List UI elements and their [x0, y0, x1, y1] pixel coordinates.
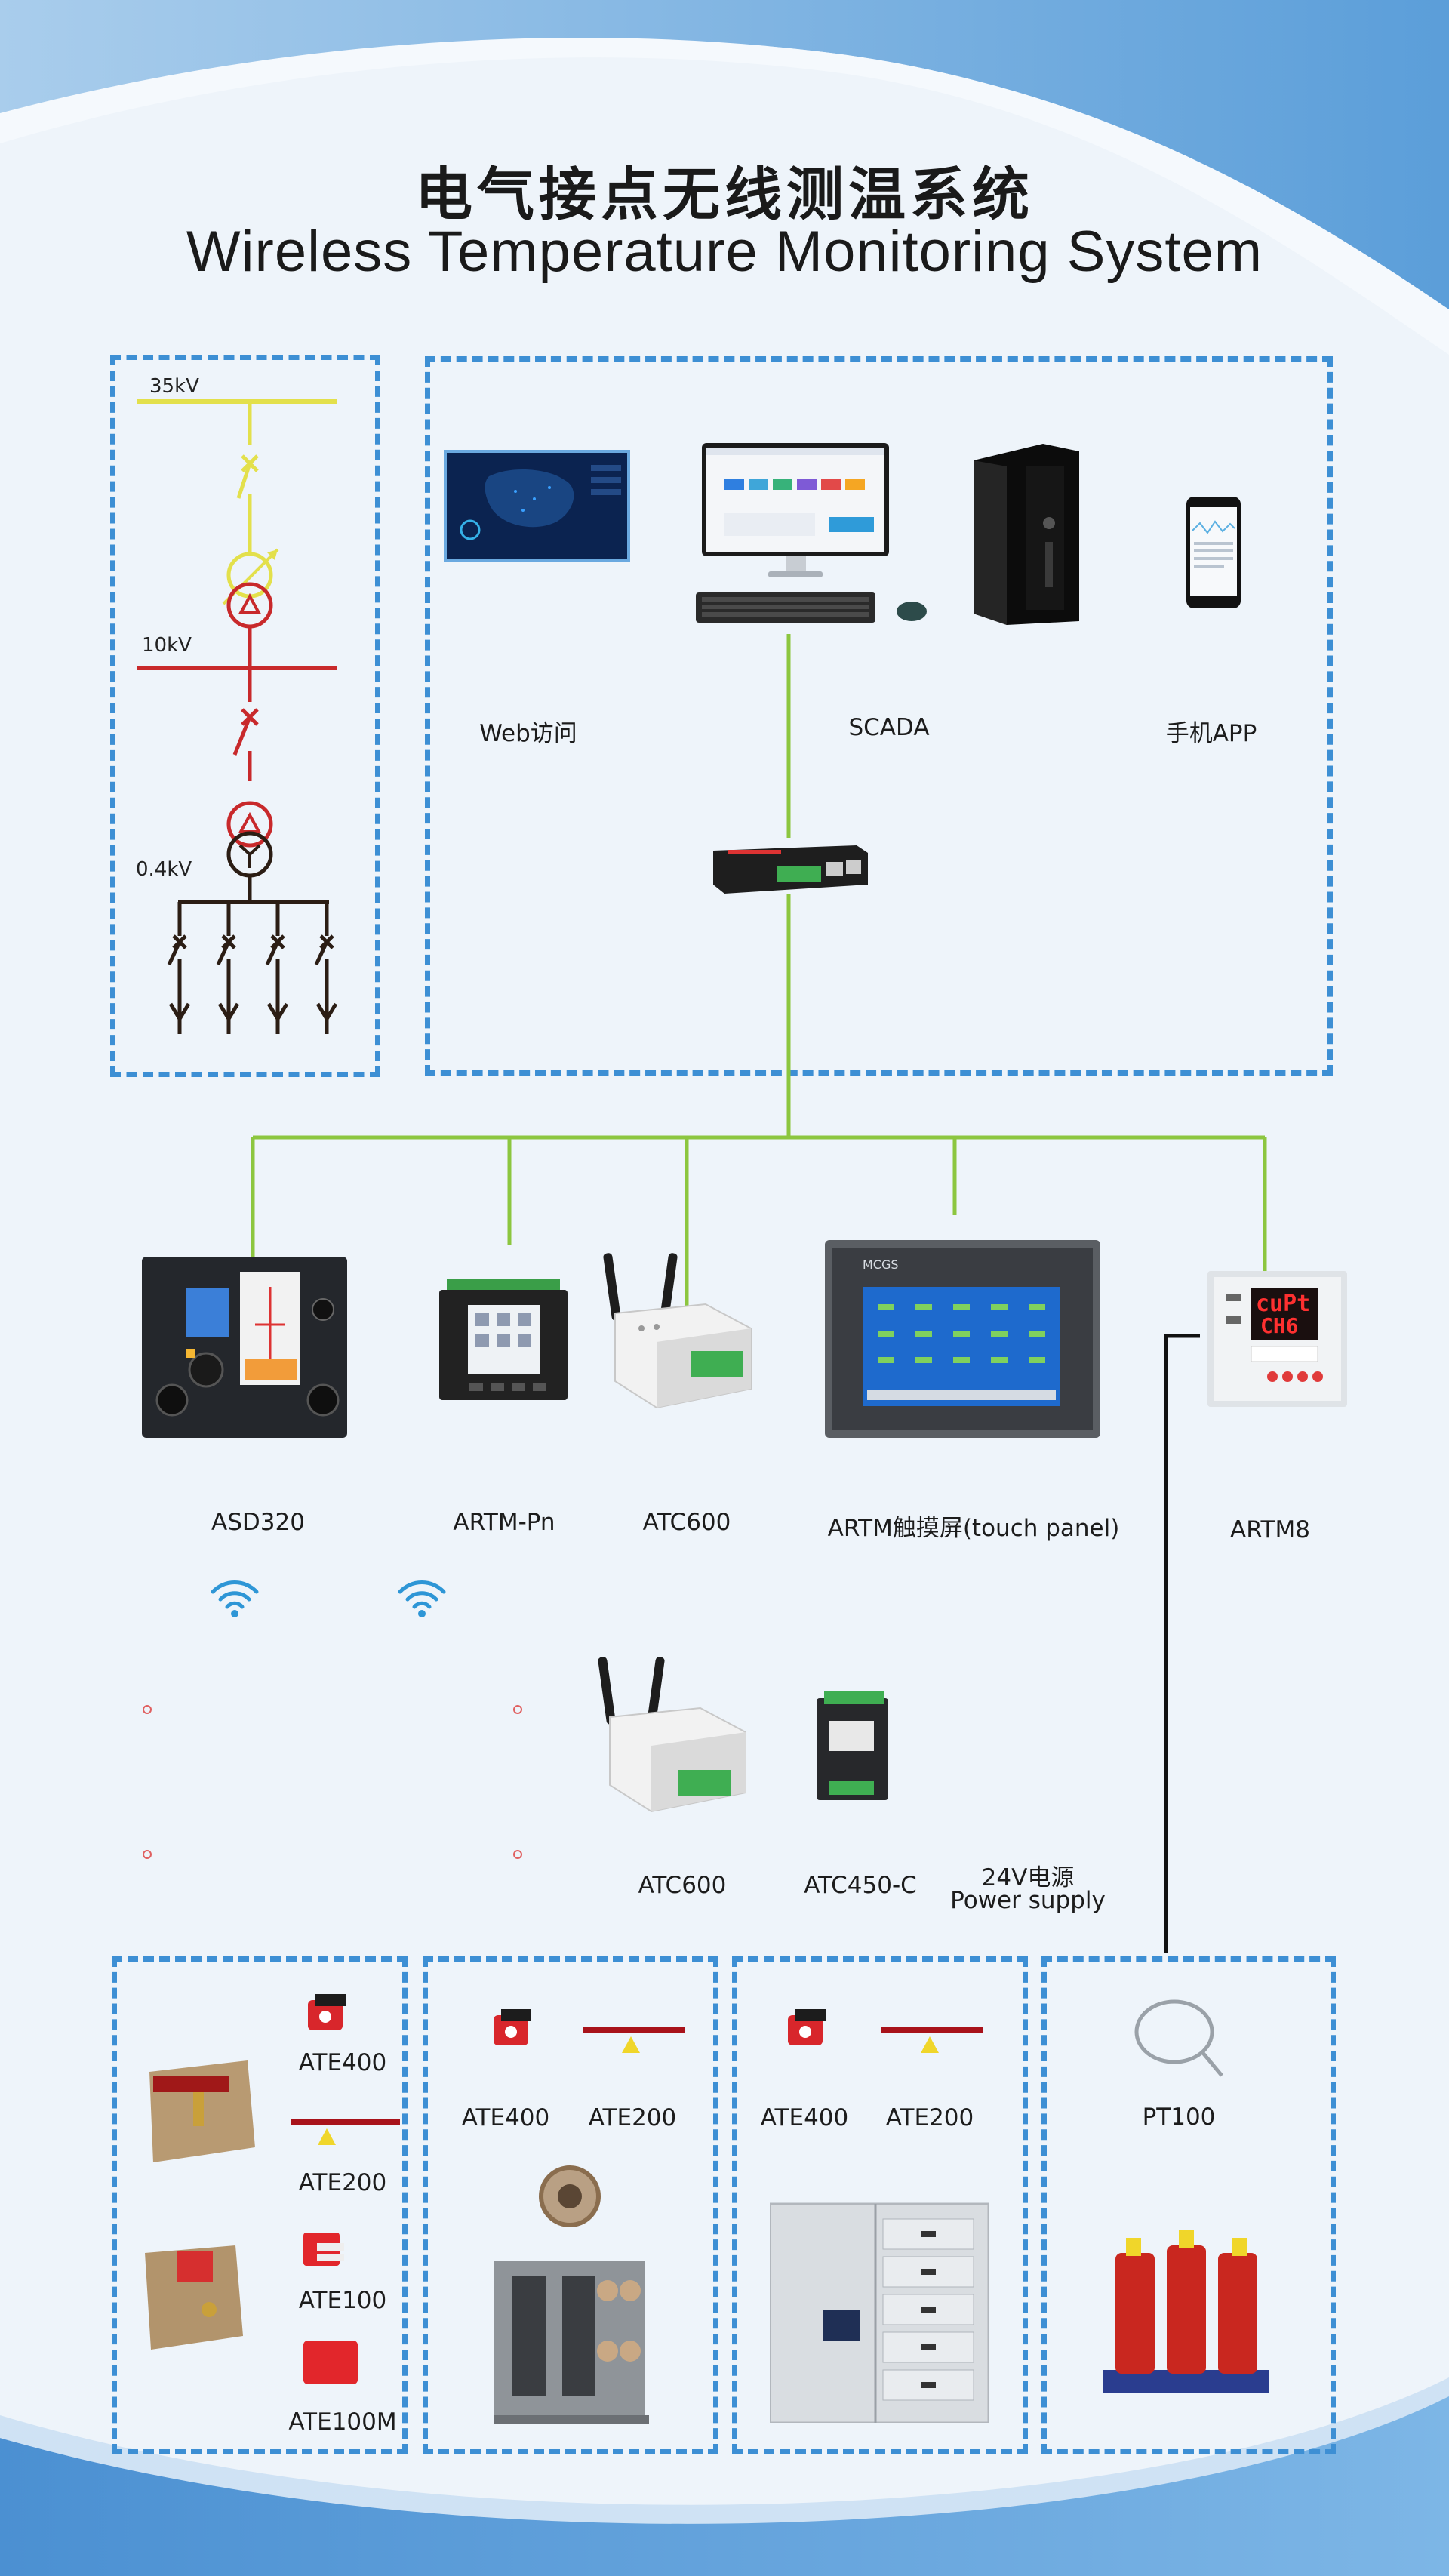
single-line-diagram-box [110, 355, 380, 1077]
sensor-label: ATE200 [885, 2104, 974, 2131]
ate100-sensor-icon [303, 2233, 344, 2266]
title-chinese: 电气接点无线测温系统 [415, 161, 1034, 228]
sensor-label: PT100 [1142, 2104, 1216, 2131]
ate200-sensor-icon [583, 2027, 685, 2053]
monitoring-center-box [425, 356, 1333, 1076]
feeder-3 [265, 902, 289, 1034]
busbar-sensor-photo [149, 2060, 255, 2162]
title-english: Wireless Temperature Monitoring System [186, 220, 1263, 284]
dry-transformer-icon [1103, 2230, 1269, 2393]
touch-panel-icon [825, 1240, 1100, 1438]
ate100m-sensor-icon [303, 2341, 358, 2384]
wireless-transceiver-icon [598, 1657, 746, 1813]
sensor-label: ATE200 [588, 2104, 677, 2131]
voltage-label-04kv: 0.4kV [136, 858, 192, 881]
wifi-icon [211, 1580, 259, 1617]
label-atc600-top: ATC600 [642, 1509, 731, 1536]
sensor-group-box-4 [1041, 1956, 1336, 2454]
label-asd320: ASD320 [211, 1509, 305, 1536]
label-atc450c: ATC450-C [804, 1872, 917, 1899]
feeder-branches [167, 902, 338, 1034]
sensor-group-box-2 [423, 1956, 718, 2454]
feeder-4 [314, 902, 338, 1034]
circuit-breaker-icon [494, 2261, 649, 2424]
sensor-label: ATE400 [461, 2104, 550, 2131]
desktop-computer-icon [696, 443, 889, 623]
ate400-sensor-icon [494, 2009, 531, 2045]
label-artm-pn: ARTM-Pn [453, 1509, 555, 1536]
label-atc600-lower: ATC600 [638, 1872, 727, 1899]
busbar-sensor-photo [145, 2245, 243, 2350]
switchgear-cabinet-icon [770, 2202, 989, 2423]
voltage-label-35kv: 35kV [149, 375, 199, 398]
sensor-label: ATE400 [298, 2049, 387, 2076]
feeder-2 [216, 902, 240, 1034]
temperature-display-icon [439, 1279, 568, 1400]
mouse-icon [897, 602, 927, 621]
ate400-sensor-icon [788, 2009, 826, 2045]
collector-module-icon [817, 1691, 888, 1800]
label-scada: SCADA [848, 714, 930, 741]
web-dashboard-icon [444, 450, 630, 562]
communication-gateway-icon [713, 845, 868, 894]
sensor-label: ATE200 [298, 2169, 387, 2196]
voltage-label-10kv: 10kV [142, 634, 192, 657]
feeder-1 [167, 902, 191, 1034]
sensor-group-box-3 [732, 1956, 1028, 2454]
wifi-icon [398, 1580, 446, 1617]
ate200-sensor-icon [291, 2119, 400, 2145]
ate200-sensor-icon [881, 2027, 983, 2053]
label-mobile-app: 手机APP [1165, 720, 1257, 747]
switchgear-controller-icon [142, 1257, 347, 1438]
label-artm8: ARTM8 [1230, 1516, 1310, 1543]
wireless-transceiver-icon [603, 1253, 752, 1409]
pc-tower-icon [974, 444, 1079, 625]
sensor-group-box-1 [112, 1956, 408, 2454]
label-web-access: Web访问 [479, 720, 577, 747]
artm8-display-line-1: cuPt [1256, 1291, 1311, 1317]
transformer-winding-10kv-icon [226, 801, 273, 848]
label-touch-panel: ARTM触摸屏(touch panel) [827, 1515, 1120, 1542]
temperature-meter-icon [1208, 1271, 1347, 1407]
sensor-label: ATE100M [288, 2408, 397, 2436]
ate400-sensor-icon [308, 1994, 346, 2030]
touch-panel-brand: MCGS [863, 1257, 899, 1272]
artm8-display-line-2: CH6 [1260, 1313, 1299, 1338]
label-power-supply: 24V电源 [981, 1864, 1075, 1891]
single-line-diagram [137, 399, 338, 1034]
sensor-label: ATE100 [298, 2287, 387, 2314]
pt100-sensor-icon [1134, 1999, 1223, 2077]
sensor-label: ATE400 [760, 2104, 849, 2131]
pt100-cable-line [1164, 1334, 1200, 1953]
label-power-supply-en: Power supply [950, 1887, 1106, 1914]
mobile-phone-icon [1186, 497, 1241, 608]
contact-sensor-ring-icon [539, 2165, 601, 2227]
